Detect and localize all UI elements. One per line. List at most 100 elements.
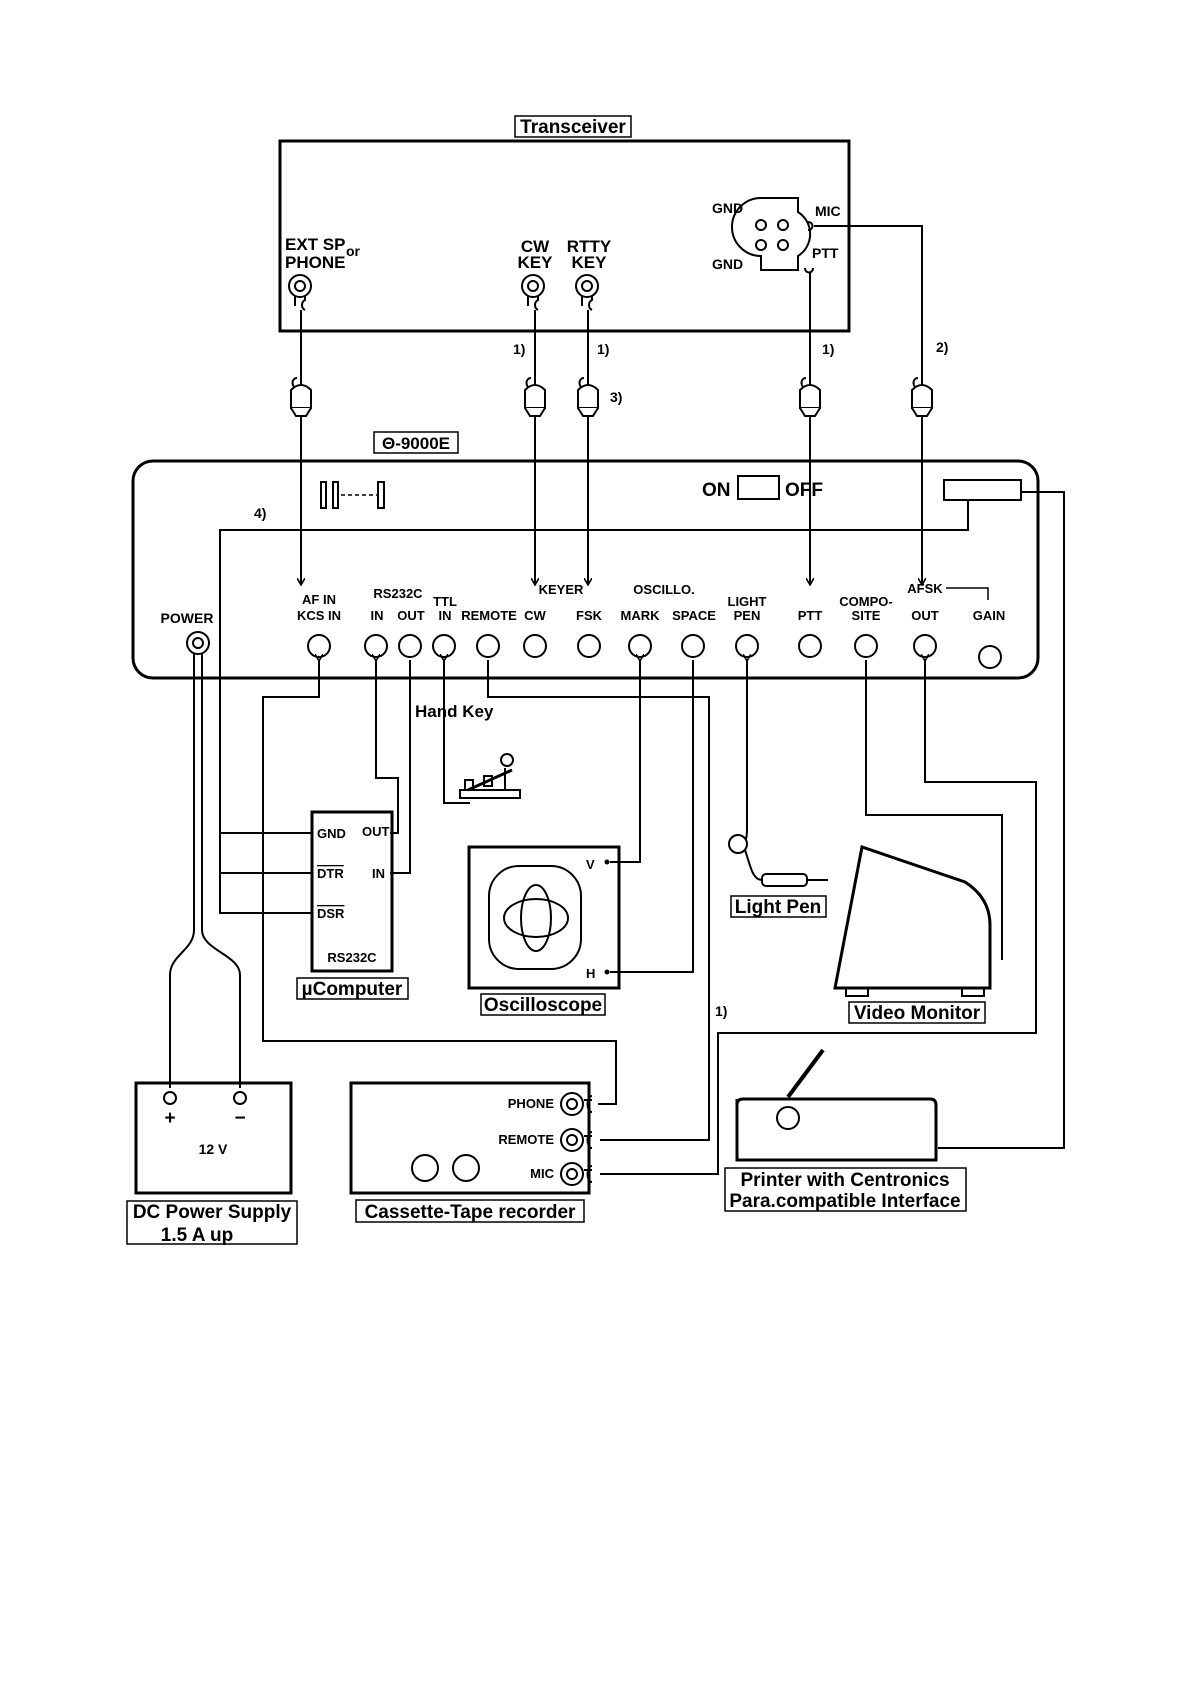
transceiver-title: Transceiver xyxy=(520,117,626,138)
af-in-label: AF IN xyxy=(302,592,336,607)
cassette-remote-jack[interactable] xyxy=(560,1128,593,1152)
light-label: LIGHT xyxy=(728,594,767,609)
printer-title-2: Para.compatible Interface xyxy=(729,1191,960,1212)
note-2: 2) xyxy=(936,339,948,355)
gain-knob[interactable] xyxy=(978,645,1002,669)
rtty-key-label-2: KEY xyxy=(572,253,608,272)
note-3: 3) xyxy=(610,389,622,405)
dc-power-supply: + − 12 V DC Power Supply 1.5 A up xyxy=(126,1081,298,1246)
light-pen-port[interactable] xyxy=(735,634,759,658)
printer-port[interactable] xyxy=(943,479,1022,501)
oscilloscope-box xyxy=(467,845,621,990)
cw-key-jack[interactable] xyxy=(521,274,545,311)
gain-label: GAIN xyxy=(973,608,1006,623)
psu-plus-terminal[interactable] xyxy=(163,1091,177,1105)
printer-icon xyxy=(735,1097,938,1162)
rs232c-group-label: RS232C xyxy=(373,586,423,601)
note-1-rtty: 1) xyxy=(597,341,609,357)
theta-9000e: Θ-9000E ON OFF 4) POWER AF IN KCS IN RS2… xyxy=(131,431,1040,680)
note-1-ptt: 1) xyxy=(822,341,834,357)
lissajous-v xyxy=(520,884,552,952)
compo-label: COMPO- xyxy=(839,594,892,609)
site-label: SITE xyxy=(852,608,881,623)
cassette-reel-left xyxy=(411,1154,439,1182)
video-monitor: Video Monitor xyxy=(833,845,992,1024)
computer-title: µComputer xyxy=(302,979,403,1000)
phone-label: PHONE xyxy=(285,253,345,272)
on-label: ON xyxy=(702,480,731,501)
oscilloscope-title: Oscilloscope xyxy=(484,995,602,1016)
ptt-label: PTT xyxy=(798,608,823,623)
fuse-icon xyxy=(320,481,385,509)
ptt-port[interactable] xyxy=(798,634,822,658)
transceiver: Transceiver EXT SP or PHONE CW KEY RTTY … xyxy=(278,115,851,333)
afsk-plug xyxy=(911,375,933,421)
af-in-port[interactable] xyxy=(307,634,331,658)
device-title: Θ-9000E xyxy=(382,434,450,453)
dsr-label: DSR xyxy=(317,906,345,921)
light-pen-icon xyxy=(728,834,748,854)
cassette-box xyxy=(349,1081,591,1195)
computer-in-label: IN xyxy=(372,866,385,881)
light-pen-title-frame xyxy=(730,895,827,918)
rs-in-port[interactable] xyxy=(364,634,388,658)
hand-key: Hand Key xyxy=(415,702,521,799)
psu-minus-label: − xyxy=(234,1108,245,1129)
afsk-label: AFSK xyxy=(907,581,943,596)
gnd-bottom-label: GND xyxy=(712,256,743,272)
ttl-in-port[interactable] xyxy=(432,634,456,658)
oscillo-label: OSCILLO. xyxy=(633,582,694,597)
printer-title-1: Printer with Centronics xyxy=(740,1170,949,1191)
keyer-label: KEYER xyxy=(539,582,584,597)
osc-h-label: H xyxy=(586,966,595,981)
mic-connector[interactable] xyxy=(731,197,814,274)
psu-minus-terminal[interactable] xyxy=(233,1091,247,1105)
cassette-phone-label: PHONE xyxy=(508,1096,555,1111)
gnd-label: GND xyxy=(317,826,346,841)
computer-box xyxy=(310,810,394,973)
lissajous-h xyxy=(503,898,569,938)
oscilloscope-title-frame xyxy=(480,993,606,1016)
cw-label: CW xyxy=(524,608,546,623)
space-port[interactable] xyxy=(681,634,705,658)
remote-port[interactable] xyxy=(476,634,500,658)
power-label: POWER xyxy=(161,610,214,626)
composite-port[interactable] xyxy=(854,634,878,658)
cassette-recorder: PHONE REMOTE MIC Cassette-Tape recorder xyxy=(349,1081,593,1223)
remote-label: REMOTE xyxy=(461,608,517,623)
off-label: OFF xyxy=(785,480,823,501)
afsk-out-port[interactable] xyxy=(913,634,937,658)
cassette-mic-jack[interactable] xyxy=(560,1162,593,1186)
device-box xyxy=(131,459,1040,680)
computer-out-label: OUT xyxy=(362,824,390,839)
mark-label: MARK xyxy=(621,608,661,623)
afsk-out-label: OUT xyxy=(911,608,939,623)
psu-title-1: DC Power Supply xyxy=(133,1202,292,1223)
power-switch[interactable] xyxy=(737,475,780,500)
kcs-in-label: KCS IN xyxy=(297,608,341,623)
rs-out-port[interactable] xyxy=(398,634,422,658)
cw-port[interactable] xyxy=(523,634,547,658)
monitor-title: Video Monitor xyxy=(854,1003,981,1024)
hand-key-label: Hand Key xyxy=(415,702,494,721)
fsk-port[interactable] xyxy=(577,634,601,658)
oscilloscope-screen xyxy=(488,865,582,970)
computer-title-frame xyxy=(296,977,409,1000)
note-1-remote: 1) xyxy=(715,1003,727,1019)
ext-sp-jack[interactable] xyxy=(288,274,312,311)
cassette-phone-jack[interactable] xyxy=(560,1092,593,1116)
rtty-key-plug xyxy=(577,375,599,421)
ttl-in-label: IN xyxy=(439,608,452,623)
ext-sp-label: EXT SP xyxy=(285,235,345,254)
mark-port[interactable] xyxy=(628,634,652,658)
monitor-icon xyxy=(833,845,992,990)
microcomputer: GND DTR DSR OUT IN RS232C µComputer xyxy=(296,810,409,1000)
monitor-title-frame xyxy=(848,1001,986,1024)
cw-key-label-1: CW xyxy=(521,237,550,256)
rs-out-label: OUT xyxy=(397,608,425,623)
psu-plus-label: + xyxy=(164,1108,175,1129)
transceiver-wires xyxy=(301,225,922,584)
cw-key-label-2: KEY xyxy=(518,253,554,272)
device-title-frame xyxy=(373,431,459,454)
rtty-key-jack[interactable] xyxy=(575,274,599,311)
